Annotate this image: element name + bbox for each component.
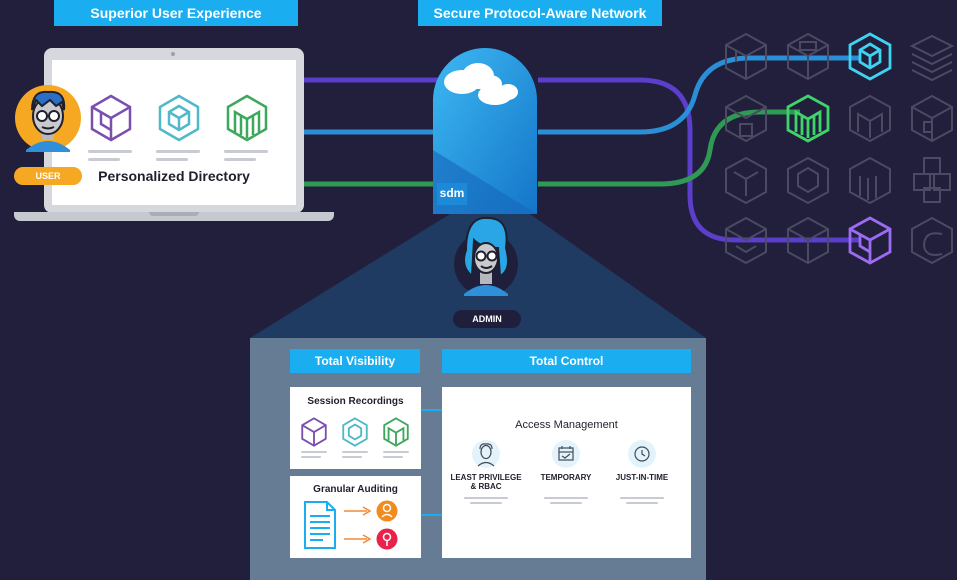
cube-green-highlight-icon xyxy=(786,94,830,143)
directory-title: Personalized Directory xyxy=(98,168,250,184)
least-privilege-label-1: LEAST PRIVILEGE xyxy=(450,473,522,482)
person-icon xyxy=(472,440,500,468)
least-privilege-label-2: & RBAC xyxy=(470,482,502,491)
temporary-label: TEMPORARY xyxy=(540,473,592,482)
cube-outline-icon xyxy=(911,94,953,143)
total-control-header: Total Control xyxy=(442,349,691,373)
cube-outline-icon xyxy=(849,156,891,205)
admin-avatar xyxy=(454,216,518,296)
arrow-right-icon xyxy=(344,506,372,516)
laptop-base xyxy=(14,212,334,221)
cube-outline-icon xyxy=(725,216,767,265)
resource-grid xyxy=(724,32,957,272)
cube-outline-icon xyxy=(787,216,829,265)
access-item-just-in-time: JUST-IN-TIME xyxy=(604,439,680,509)
document-icon xyxy=(304,501,336,549)
user-badge: USER xyxy=(14,167,82,185)
cube-outline-icon xyxy=(725,94,767,143)
connection-line-green-right xyxy=(538,109,800,187)
stack-outline-icon xyxy=(909,34,955,82)
cube-outline-icon xyxy=(90,94,132,142)
laptop: Personalized Directory xyxy=(14,48,334,224)
hexagon-cube-icon xyxy=(342,417,368,447)
banner-secure-network: Secure Protocol-Aware Network xyxy=(418,0,662,26)
access-management-card: Access Management LEAST PRIVILEGE & RBAC… xyxy=(442,387,691,558)
cube-outline-icon xyxy=(725,32,767,81)
cube-outline-icon xyxy=(849,94,891,143)
cloud-icon xyxy=(444,63,518,105)
just-in-time-label: JUST-IN-TIME xyxy=(615,473,669,482)
user-avatar xyxy=(15,85,81,152)
access-item-temporary: TEMPORARY xyxy=(528,439,604,509)
access-management-title: Access Management xyxy=(515,419,618,431)
cube-cyan-highlight-icon xyxy=(848,32,892,81)
total-visibility-header: Total Visibility xyxy=(290,349,420,373)
cube-outline-icon xyxy=(911,216,953,265)
cube-purple-highlight-icon xyxy=(848,216,892,265)
laptop-screen-frame: Personalized Directory xyxy=(44,48,304,213)
clock-icon xyxy=(628,440,656,468)
connection-line-purple-right xyxy=(538,77,860,243)
laptop-notch xyxy=(149,212,199,216)
cube-outline-icon xyxy=(787,156,829,205)
cube-outline-icon xyxy=(301,417,327,447)
laptop-screen: Personalized Directory xyxy=(52,60,296,205)
calendar-icon xyxy=(552,440,580,468)
hexagon-cube-icon xyxy=(158,94,200,142)
laptop-camera xyxy=(171,52,175,56)
admin-badge: ADMIN xyxy=(453,310,521,328)
granular-auditing-card: Granular Auditing xyxy=(290,476,421,558)
session-recordings-title: Session Recordings xyxy=(307,396,404,407)
letter-block-icon xyxy=(383,417,409,447)
cube-outline-icon xyxy=(913,157,951,203)
sdm-logo-box xyxy=(437,183,467,205)
access-item-least-privilege: LEAST PRIVILEGE & RBAC xyxy=(448,439,524,509)
connection-line-blue-right xyxy=(538,55,860,135)
cube-outline-icon xyxy=(725,156,767,205)
granular-auditing-title: Granular Auditing xyxy=(313,484,398,495)
session-recordings-card: Session Recordings xyxy=(290,387,421,469)
audit-orange-icon xyxy=(376,500,398,522)
resource-grid-svg xyxy=(725,32,955,265)
banner-superior-user-experience: Superior User Experience xyxy=(54,0,298,26)
letter-block-icon xyxy=(226,94,268,142)
arrow-right-icon xyxy=(344,534,372,544)
audit-red-icon xyxy=(376,528,398,550)
sdm-logo: sdm xyxy=(439,186,465,200)
cube-outline-icon xyxy=(787,32,829,81)
